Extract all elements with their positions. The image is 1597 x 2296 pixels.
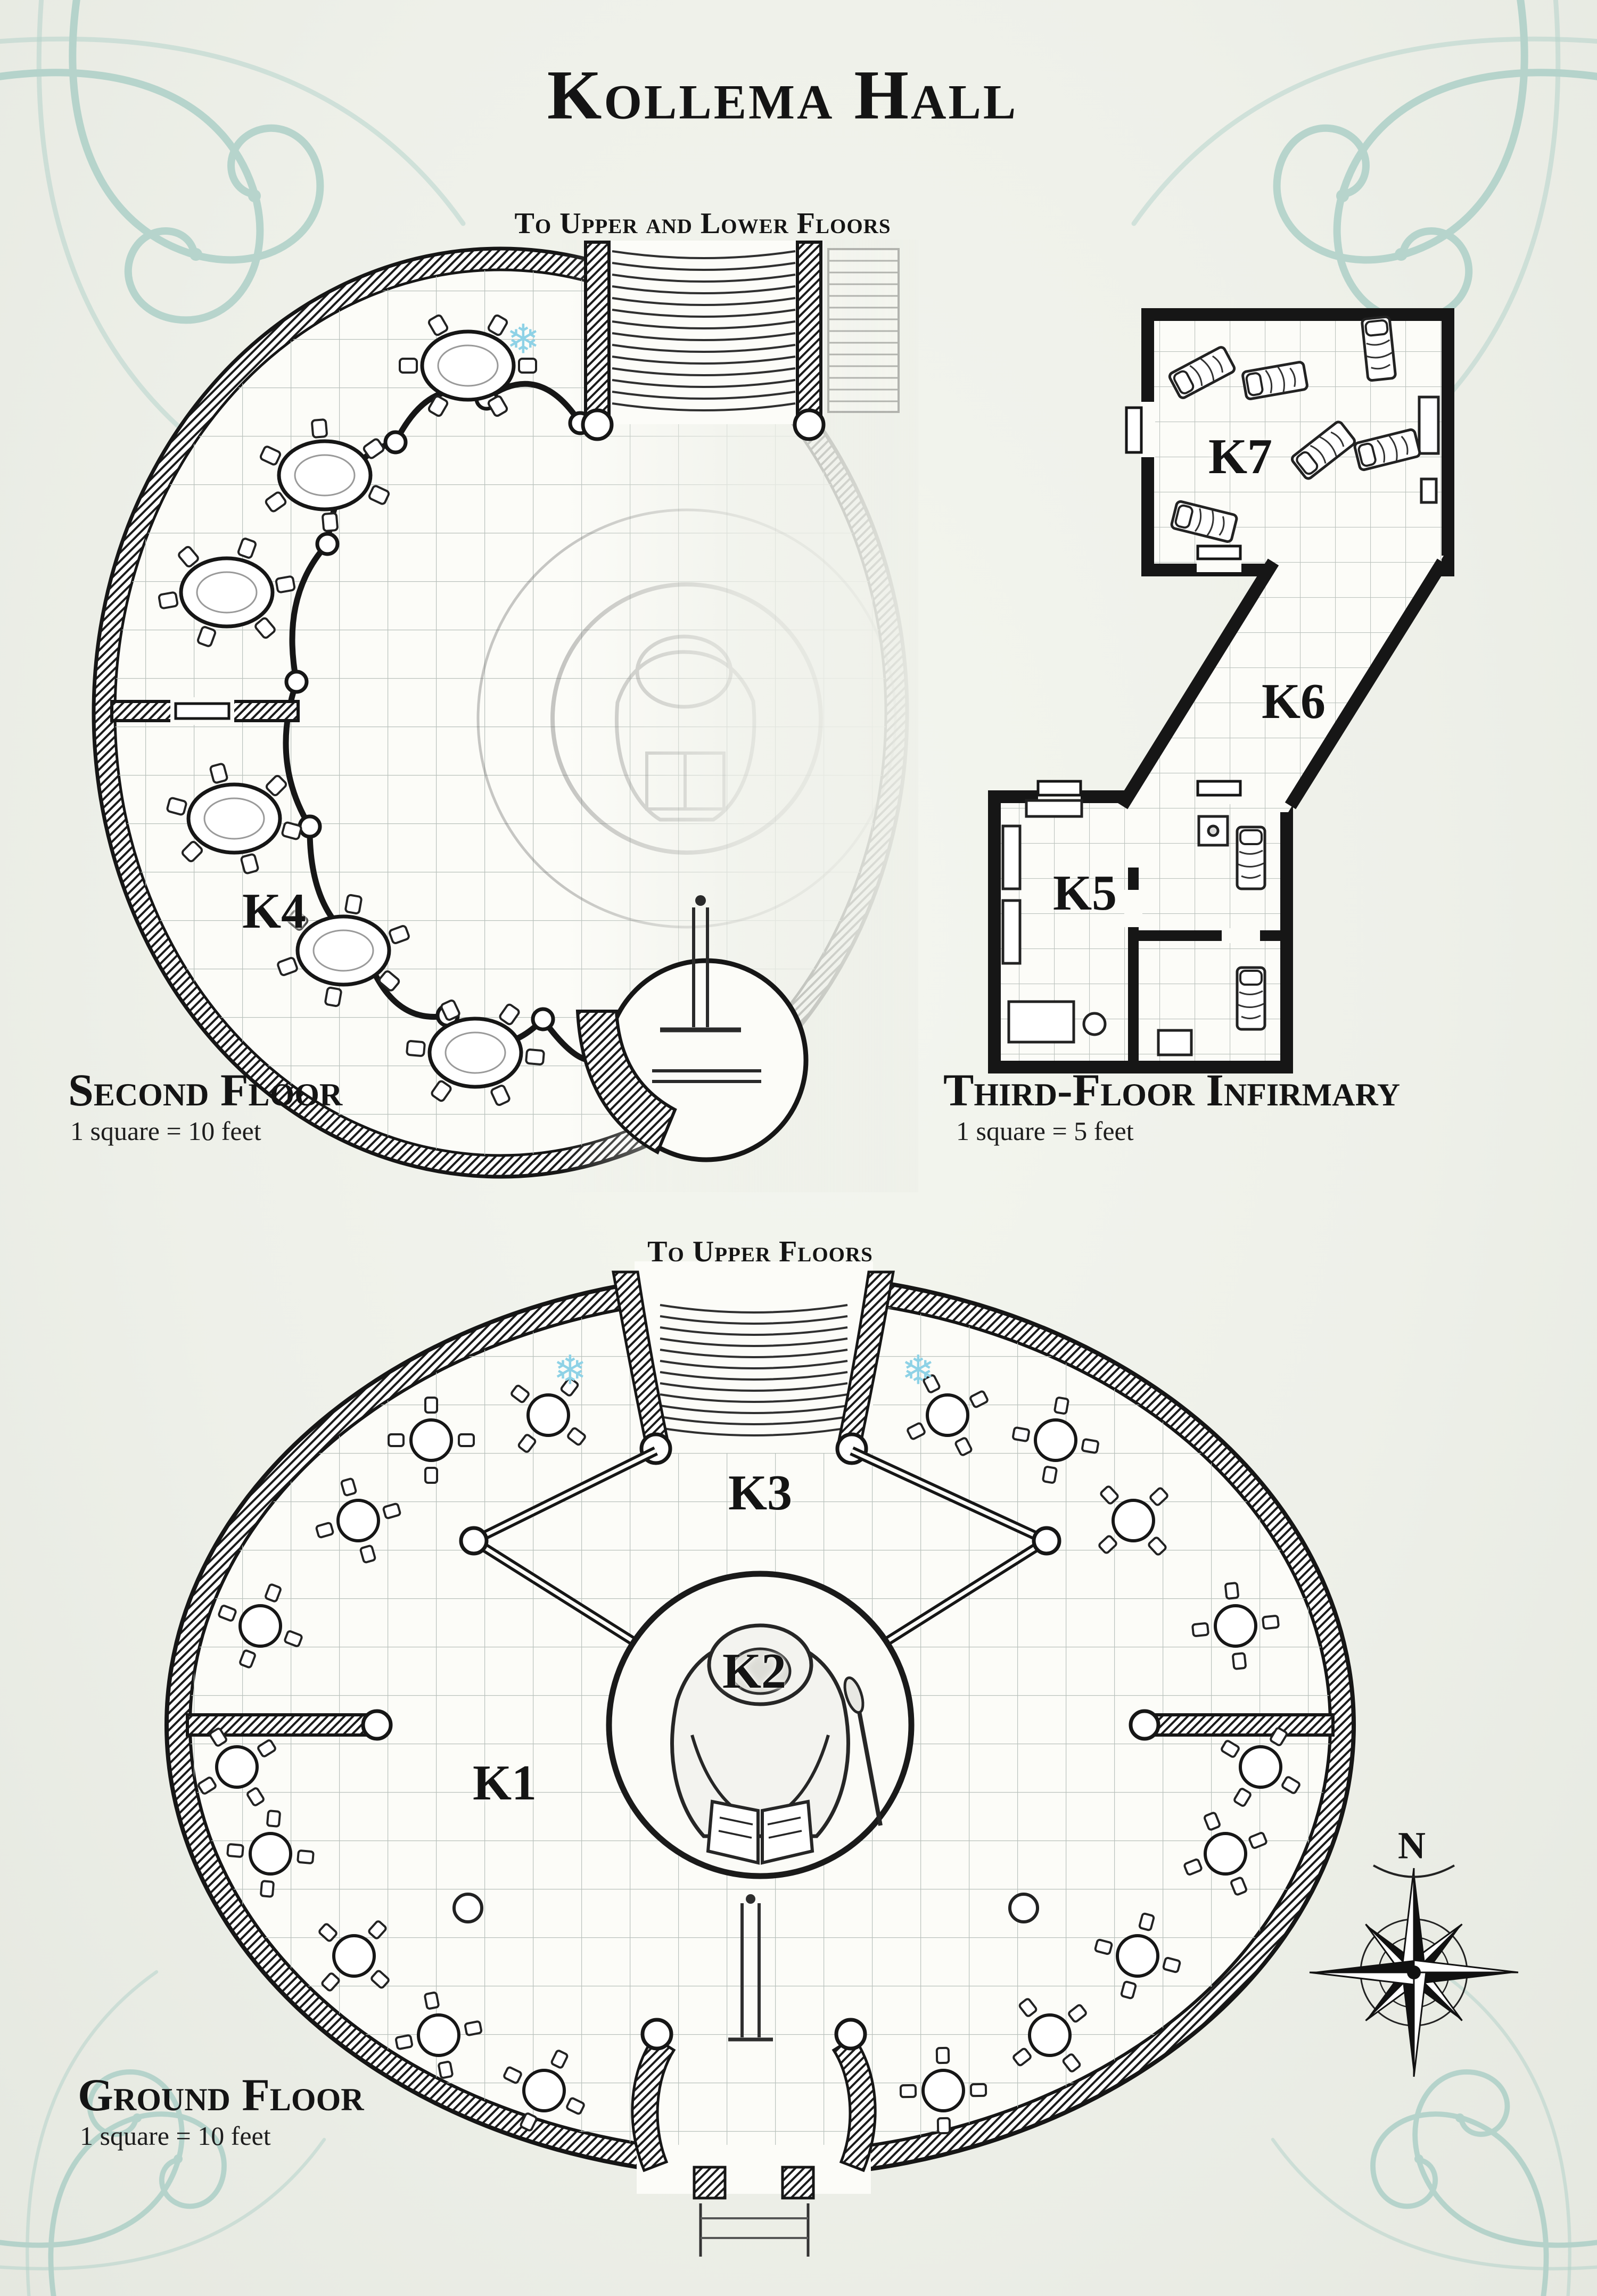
infirmary-doors [1036,402,1260,943]
hanging-ornament [652,895,761,1083]
room-label-k6: K6 [1261,674,1326,729]
ground-floor-stairs-label: To Upper Floors [647,1235,873,1268]
snowflake-icon: ❄ [506,315,540,363]
infirmary-beds [1168,315,1421,1031]
pillar [1008,1893,1039,1923]
infirmary-furniture [1001,395,1440,1056]
room-label-k5: K5 [1052,865,1117,921]
room-label-k7: K7 [1208,429,1273,484]
statue-reading-figure [670,1623,883,1865]
snowflake-icon: ❄ [553,1346,587,1394]
compass-north-label: N [1398,1824,1426,1867]
infirmary-caption: Third-Floor Infirmary [943,1064,1401,1116]
infirmary-scale: 1 square = 5 feet [956,1116,1134,1146]
room-label-k2: K2 [722,1643,787,1699]
curved-stair-wall [575,1010,677,1155]
banner-stand [728,1894,773,2042]
hall-tables [197,1374,1300,2135]
room-label-k3: K3 [728,1465,793,1521]
balcony-tables [158,314,545,1106]
ground-floor-staircase [612,1261,895,1465]
k3-railings [459,1446,1061,1648]
room-label-k1: K1 [472,1755,537,1811]
ground-floor-caption: Ground Floor [78,2069,364,2120]
second-floor-staircase [581,241,900,441]
second-floor-caption: Second Floor [68,1064,343,1116]
snowflake-icon: ❄ [901,1346,935,1394]
main-entrance [631,2018,877,2257]
second-floor-map [92,239,918,1192]
room-label-k4: K4 [242,883,307,939]
infirmary-map [988,308,1454,1073]
second-floor-stairs-label: To Upper and Lower Floors [514,207,891,240]
pillar [452,1893,483,1923]
page-title: Kollema Hall [547,55,1018,134]
second-floor-scale: 1 square = 10 feet [70,1116,261,1146]
second-floor-door [110,697,300,725]
ground-floor-scale: 1 square = 10 feet [80,2121,271,2151]
ground-floor-map [164,1261,1356,2257]
compass-flourish [1373,1864,1455,1878]
compass-rose [1309,1868,1519,2077]
